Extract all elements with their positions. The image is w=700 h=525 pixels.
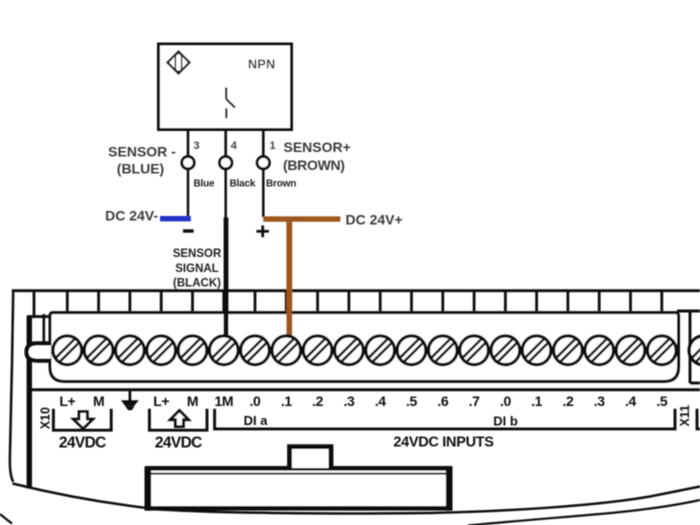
svg-text:1M: 1M (214, 393, 233, 409)
svg-text:M: M (187, 393, 198, 409)
svg-text:24VDC INPUTS: 24VDC INPUTS (393, 434, 494, 450)
svg-text:.7: .7 (469, 393, 480, 409)
svg-text:4: 4 (231, 140, 238, 152)
svg-text:Brown: Brown (266, 179, 296, 190)
svg-text:.4: .4 (375, 393, 386, 409)
svg-text:L+: L+ (59, 393, 75, 409)
svg-text:.2: .2 (562, 393, 573, 409)
svg-text:DC 24V+: DC 24V+ (346, 212, 403, 228)
svg-text:24VDC: 24VDC (155, 435, 202, 452)
svg-text:.3: .3 (343, 393, 354, 409)
svg-text:SENSOR -: SENSOR - (108, 144, 176, 160)
svg-text:X10: X10 (38, 407, 52, 429)
svg-text:(BLACK): (BLACK) (173, 277, 221, 289)
svg-text:SENSOR: SENSOR (173, 248, 222, 260)
svg-text:24VDC: 24VDC (59, 435, 106, 452)
svg-text:.6: .6 (437, 393, 448, 409)
svg-text:.3: .3 (594, 393, 605, 409)
svg-text:.2: .2 (312, 393, 323, 409)
svg-text:.1: .1 (281, 393, 292, 409)
svg-text:.5: .5 (406, 393, 417, 409)
svg-text:X11: X11 (678, 405, 692, 427)
svg-text:SIGNAL: SIGNAL (175, 263, 218, 275)
svg-text:DI b: DI b (493, 414, 518, 429)
svg-text:.5: .5 (656, 393, 667, 409)
svg-text:L+: L+ (153, 393, 169, 409)
svg-text:(BLUE): (BLUE) (117, 161, 164, 177)
svg-text:.0: .0 (500, 393, 511, 409)
svg-text:Blue: Blue (194, 179, 216, 190)
svg-text:.4: .4 (625, 393, 636, 409)
svg-text:1: 1 (270, 140, 276, 152)
svg-text:3: 3 (194, 140, 200, 152)
svg-text:M: M (93, 393, 104, 409)
svg-text:SENSOR+: SENSOR+ (284, 139, 351, 155)
svg-text:NPN: NPN (248, 58, 276, 72)
svg-text:DI a: DI a (244, 413, 269, 428)
svg-text:DC 24V-: DC 24V- (105, 207, 158, 223)
svg-text:(BROWN): (BROWN) (283, 157, 345, 173)
svg-text:.1: .1 (531, 393, 542, 409)
svg-text:.0: .0 (250, 393, 261, 409)
svg-text:Black: Black (230, 179, 256, 190)
